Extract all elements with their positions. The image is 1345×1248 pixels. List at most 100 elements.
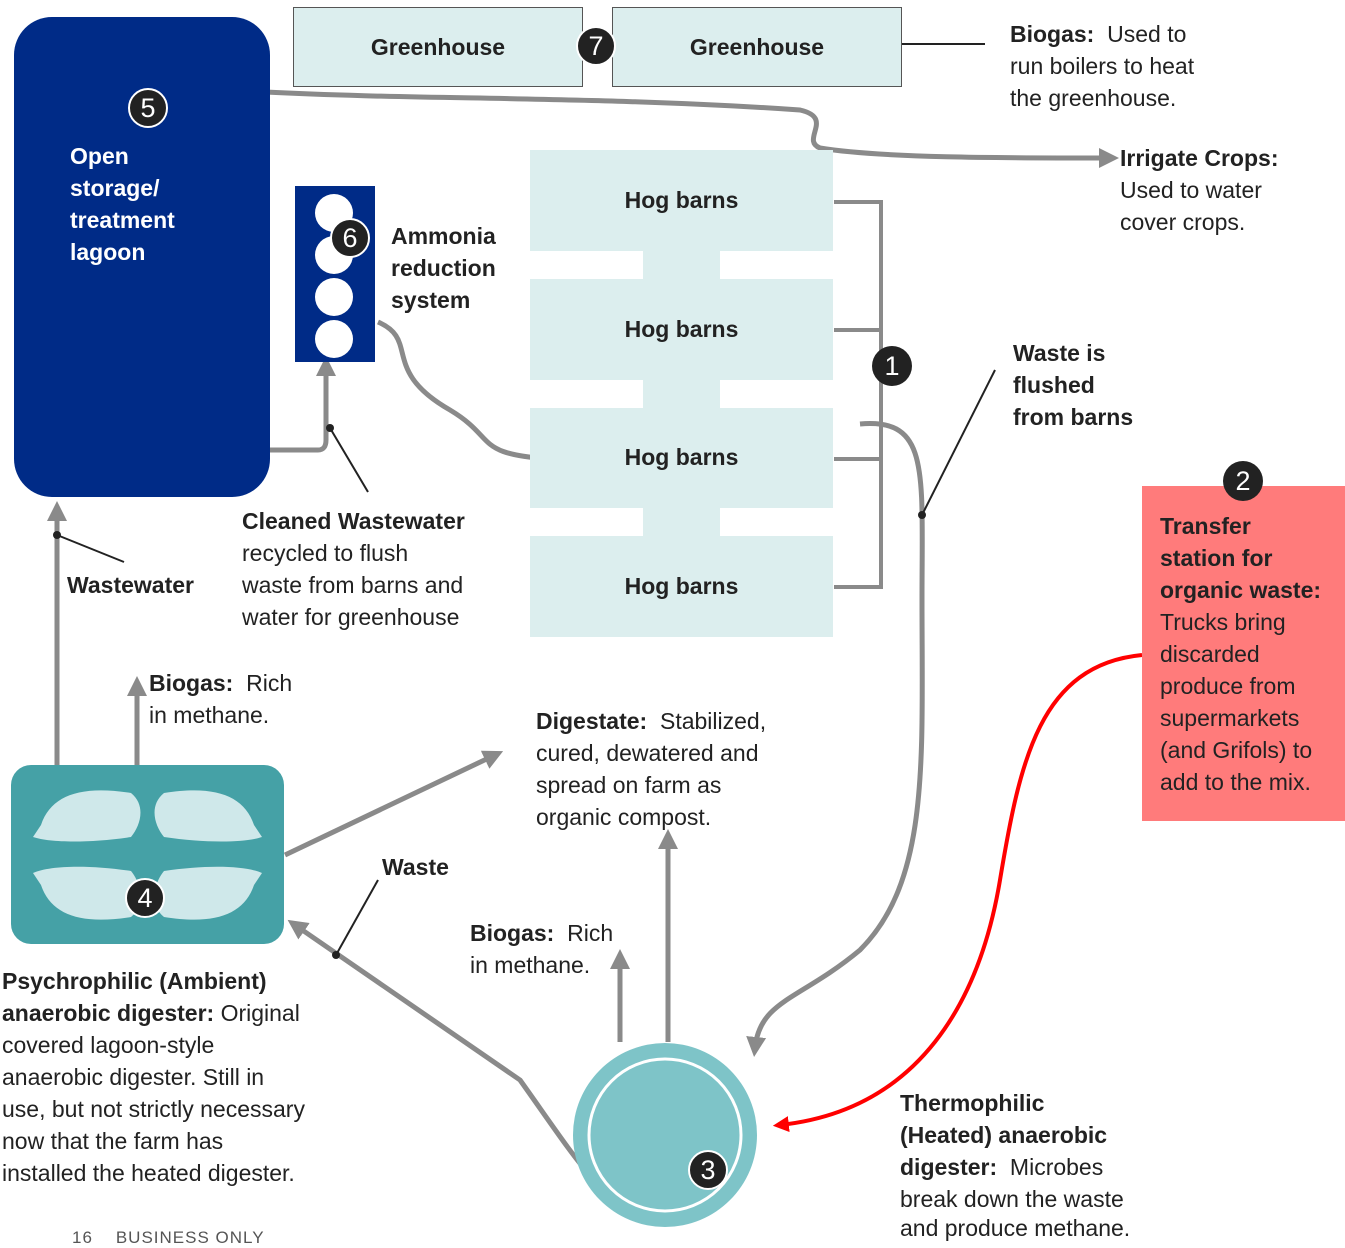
- greenhouse-right: Greenhouse: [612, 7, 902, 87]
- ammonia-reduction-unit: [295, 186, 375, 362]
- wastewater-label: Wastewater: [67, 572, 194, 598]
- psychro-line-3: use, but not strictly necessary: [2, 1096, 305, 1122]
- barn-collector: [834, 200, 883, 589]
- step-1-badge: 1: [872, 346, 912, 386]
- thermo-bold-3: digester:: [900, 1154, 998, 1180]
- biogas-left-bold: Biogas:: [149, 670, 234, 696]
- transfer-bold-3: organic waste:: [1160, 577, 1322, 603]
- thermo-title-1: Thermophilic: [900, 1090, 1045, 1116]
- hog-barn-1: [530, 150, 833, 251]
- digestate-line-2: spread on farm as: [536, 772, 722, 798]
- digestate-label: Digestate: Stabilized,: [536, 705, 766, 737]
- ammonia-line-2: reduction: [391, 255, 496, 281]
- transfer-station: [1142, 486, 1345, 821]
- organic-waste-flow: [772, 653, 1143, 1133]
- biogas-mid-label: Biogas: Rich: [470, 917, 613, 949]
- hog-barn-2-label: Hog barns: [624, 316, 739, 342]
- waste-label: Waste: [382, 854, 449, 880]
- waste-flushed-line-2: flushed: [1013, 372, 1095, 398]
- transfer-line-4: supermarkets: [1160, 705, 1300, 731]
- classification-label: BUSINESS ONLY: [115, 1228, 265, 1247]
- cleaned-line-2: waste from barns and: [242, 572, 464, 598]
- transfer-line-5: (and Grifols) to: [1160, 737, 1313, 763]
- thermo-title-3: digester: Microbes: [900, 1151, 1103, 1183]
- transfer-station-text: Transfer station for organic waste: Truc…: [1160, 510, 1321, 798]
- hog-barn-3: [530, 408, 833, 508]
- transfer-line-6: add to the mix.: [1160, 769, 1311, 795]
- step-5-badge: 5: [128, 88, 168, 128]
- hog-barn-4: [530, 536, 833, 637]
- biogas-mid-line2: in methane.: [470, 952, 591, 978]
- irrigate-line-1: Used to water: [1120, 177, 1262, 203]
- barn-connector: [643, 380, 720, 408]
- biogas-left-rest: Rich: [246, 670, 293, 696]
- footer: 16 BUSINESS ONLY: [72, 1228, 265, 1248]
- step-7-badge: 7: [576, 26, 616, 66]
- irrigation-flow: [264, 89, 1119, 168]
- thermo-line-1: break down the waste: [900, 1186, 1124, 1212]
- step-6-badge: 6: [330, 218, 370, 258]
- digestate-rest: Stabilized,: [659, 708, 767, 734]
- barn-connector: [643, 508, 720, 536]
- thermophilic-digester: [573, 1043, 757, 1227]
- hog-barn-3-label: Hog barns: [624, 444, 739, 470]
- psychro-rest-2: Original: [220, 1000, 300, 1026]
- lagoon-line-3: treatment: [70, 207, 175, 233]
- waste-flow: [746, 421, 925, 1057]
- thermo-line-2: and produce methane.: [900, 1215, 1131, 1241]
- transfer-line-2: discarded: [1160, 641, 1260, 667]
- ammonia-line-3: system: [391, 287, 471, 313]
- biogas-left-line2: in methane.: [149, 702, 270, 728]
- transfer-line-3: produce from: [1160, 673, 1296, 699]
- digestate-flow: [283, 750, 504, 858]
- psychro-title-2: anaerobic digester: Original: [2, 997, 300, 1029]
- transfer-bold-1: Transfer: [1160, 513, 1251, 539]
- step-3-badge: 3: [688, 1150, 728, 1190]
- hog-barn-2: [530, 279, 833, 380]
- digestate-bold: Digestate:: [536, 708, 648, 734]
- biogas-mid-rest: Rich: [567, 920, 614, 946]
- biogas-left-label: Biogas: Rich: [149, 667, 292, 699]
- greenhouse-left: Greenhouse: [293, 7, 583, 87]
- psychro-bold-2: anaerobic digester:: [2, 1000, 215, 1026]
- biogas-greenhouse-label: Biogas: Used to: [1010, 18, 1186, 50]
- lagoon-line-2: storage/: [70, 175, 160, 201]
- digester-covers-icon: [33, 790, 262, 920]
- digestate-line-3: organic compost.: [536, 804, 712, 830]
- cleaned-line-1: recycled to flush: [242, 540, 409, 566]
- irrigate-line-2: cover crops.: [1120, 209, 1246, 235]
- psychro-line-5: installed the heated digester.: [2, 1160, 295, 1186]
- cleaned-title: Cleaned Wastewater: [242, 508, 465, 534]
- page-number: 16: [72, 1228, 93, 1247]
- biogas-greenhouse-line3: the greenhouse.: [1010, 85, 1177, 111]
- psychro-line-1: covered lagoon-style: [2, 1032, 215, 1058]
- biogas-greenhouse-bold: Biogas:: [1010, 21, 1095, 47]
- lagoon-line-1: Open: [70, 143, 129, 169]
- thermo-rest-3: Microbes: [1009, 1154, 1104, 1180]
- transfer-bold-2: station for: [1160, 545, 1273, 571]
- psychro-line-4: now that the farm has: [2, 1128, 224, 1154]
- biogas-mid-bold: Biogas:: [470, 920, 555, 946]
- ammonia-line-1: Ammonia: [391, 223, 496, 249]
- flush-water-flow: [376, 319, 571, 470]
- ammonia-dot: [315, 320, 353, 358]
- waste-flushed-line-1: Waste is: [1013, 340, 1106, 366]
- step-4-badge: 4: [125, 878, 165, 918]
- transfer-line-1: Trucks bring: [1160, 609, 1286, 635]
- barn-connector: [643, 251, 720, 279]
- biogas-greenhouse-line2: run boilers to heat: [1010, 53, 1195, 79]
- ammonia-dot: [315, 278, 353, 316]
- psychro-line-2: anaerobic digester. Still in: [2, 1064, 265, 1090]
- hog-barn-1-label: Hog barns: [624, 187, 739, 213]
- lagoon-line-4: lagoon: [70, 239, 146, 265]
- hog-barn-4-label: Hog barns: [624, 573, 739, 599]
- cleaned-line-3: water for greenhouse: [242, 604, 460, 630]
- biogas-greenhouse-rest: Used to: [1107, 21, 1187, 47]
- thermo-title-2: (Heated) anaerobic: [900, 1122, 1108, 1148]
- lagoon-label: Open storage/ treatment lagoon: [70, 140, 175, 268]
- digestate-line-1: cured, dewatered and: [536, 740, 759, 766]
- irrigate-title: Irrigate Crops:: [1120, 145, 1279, 171]
- psychro-title-1: Psychrophilic (Ambient): [2, 968, 267, 994]
- waste-flushed-line-3: from barns: [1013, 404, 1134, 430]
- step-2-badge: 2: [1223, 461, 1263, 501]
